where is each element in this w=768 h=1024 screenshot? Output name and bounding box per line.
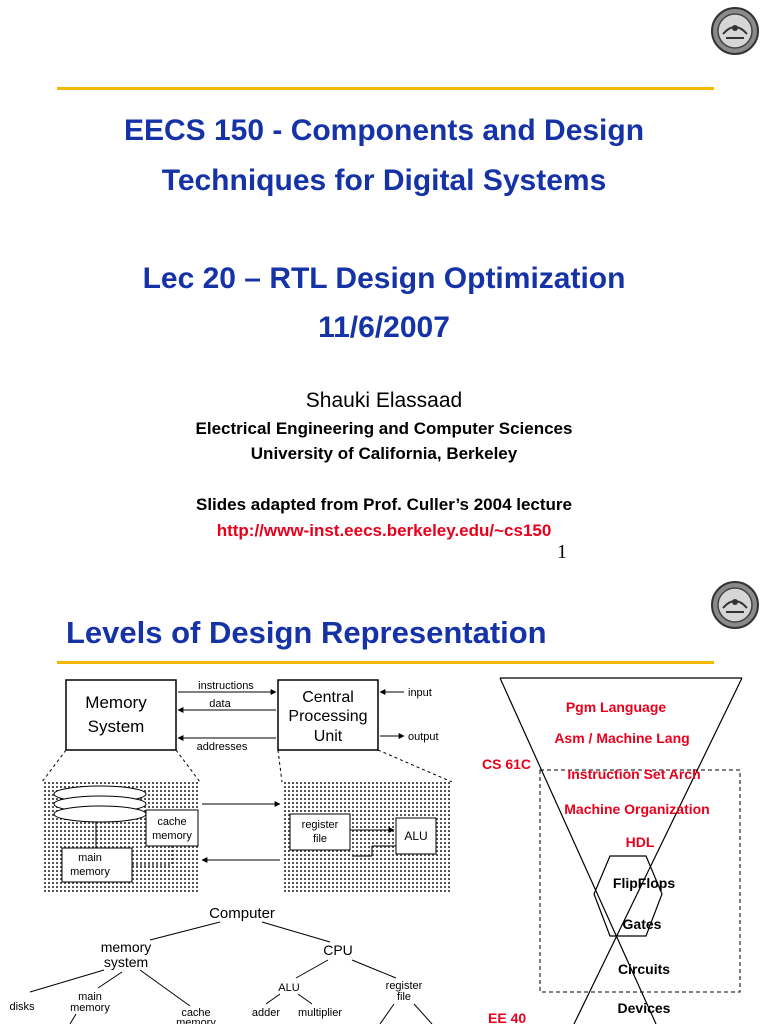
level-isa: Instruction Set Arch bbox=[567, 766, 700, 782]
instructions-label: instructions bbox=[198, 680, 254, 692]
lecture-title: Lec 20 – RTL Design Optimization bbox=[142, 262, 626, 295]
svg-text:memory: memory bbox=[152, 830, 192, 842]
tree-memory-system-1: memory bbox=[101, 939, 152, 955]
cs61c-label: CS 61C bbox=[482, 756, 531, 772]
slide2-title: Levels of Design Representation bbox=[66, 615, 547, 650]
tree-computer: Computer bbox=[209, 905, 275, 922]
level-devices: Devices bbox=[618, 1000, 671, 1016]
university: University of California, Berkeley bbox=[250, 444, 518, 463]
course-title-line2: Techniques for Digital Systems bbox=[161, 164, 607, 197]
uc-seal-logo bbox=[711, 7, 759, 55]
svg-text:memory: memory bbox=[70, 866, 110, 878]
tree-disks: disks bbox=[9, 1001, 35, 1013]
level-circuits: Circuits bbox=[618, 961, 670, 977]
course-title-line1: EECS 150 - Components and Design bbox=[123, 114, 645, 147]
title-rule bbox=[57, 87, 714, 90]
level-hdl: HDL bbox=[626, 834, 655, 850]
cpu-label-3: Unit bbox=[314, 728, 343, 745]
cache-memory-box bbox=[145, 809, 199, 847]
architecture-diagram: Memory System Central Processing Unit in… bbox=[9, 679, 453, 1024]
tree-cache-memory-2: memory bbox=[176, 1017, 216, 1024]
uc-seal-logo-2 bbox=[711, 581, 759, 629]
tree-cache-memory-1: cache bbox=[181, 1007, 210, 1019]
input-label: input bbox=[408, 687, 432, 699]
adapted-note: Slides adapted from Prof. Culler’s 2004 … bbox=[195, 495, 573, 514]
svg-text:cache: cache bbox=[157, 816, 186, 828]
alu-box bbox=[395, 817, 437, 855]
memory-system-label-2: System bbox=[88, 717, 145, 736]
register-file-box bbox=[289, 813, 351, 851]
level-asm: Asm / Machine Lang bbox=[554, 730, 689, 746]
tree-multiplier: multiplier bbox=[298, 1007, 342, 1019]
svg-text:file: file bbox=[313, 833, 327, 845]
svg-text:ALU: ALU bbox=[404, 829, 427, 843]
output-label: output bbox=[408, 731, 439, 743]
course-url[interactable]: http://www-inst.eecs.berkeley.edu/~cs150 bbox=[216, 521, 552, 540]
memory-system-label-1: Memory bbox=[85, 693, 147, 712]
addresses-label: addresses bbox=[197, 741, 248, 753]
slide2-rule bbox=[57, 661, 714, 664]
cpu-box bbox=[277, 679, 379, 751]
tree-adder: adder bbox=[252, 1007, 280, 1019]
page-number: 1 bbox=[557, 541, 567, 563]
tree-main-memory-2: memory bbox=[70, 1002, 110, 1014]
abstraction-levels-diagram: Pgm Language Asm / Machine Lang Instruct… bbox=[482, 677, 743, 1024]
svg-text:main: main bbox=[78, 852, 102, 864]
level-flipflops: FlipFlops bbox=[613, 875, 675, 891]
tree-alu: ALU bbox=[278, 982, 299, 994]
cs61c-dashed-box bbox=[539, 769, 741, 993]
tree-main-memory-1: main bbox=[78, 991, 102, 1003]
disk-stack bbox=[53, 805, 147, 823]
svg-text:register: register bbox=[302, 819, 339, 831]
level-gates: Gates bbox=[623, 916, 662, 932]
memory-system-box bbox=[65, 679, 177, 751]
tree-register-file-2: file bbox=[397, 991, 411, 1003]
cpu-label-1: Central bbox=[302, 689, 354, 706]
cpu-label-2: Processing bbox=[288, 708, 367, 725]
tree-memory-system-2: system bbox=[104, 954, 148, 970]
level-pgm-language: Pgm Language bbox=[566, 699, 667, 715]
level-machine-org: Machine Organization bbox=[564, 801, 709, 817]
tree-cpu: CPU bbox=[323, 942, 353, 958]
main-memory-box bbox=[61, 847, 133, 883]
hdl-hexagon bbox=[593, 855, 663, 937]
data-label: data bbox=[209, 698, 231, 710]
author-name: Shauki Elassaad bbox=[305, 389, 463, 412]
lecture-date: 11/6/2007 bbox=[318, 311, 450, 344]
department: Electrical Engineering and Computer Scie… bbox=[195, 419, 573, 438]
tree-register-file-1: register bbox=[386, 980, 423, 992]
ee40-label: EE 40 bbox=[488, 1010, 526, 1024]
